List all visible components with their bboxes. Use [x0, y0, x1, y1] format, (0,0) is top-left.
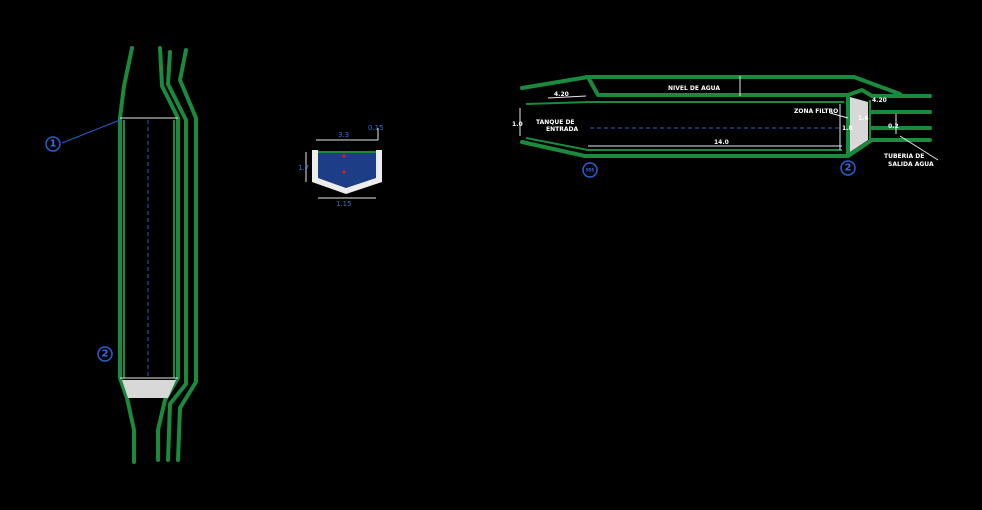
ls-length-label: 14.0	[714, 139, 729, 146]
ls-outlet-leader	[899, 135, 939, 161]
plan-view: 1 2	[45, 46, 198, 464]
ls-filter-gravel	[850, 97, 868, 152]
plan-callout-2-label: 2	[102, 349, 109, 360]
ls-left-slope-dim	[547, 95, 587, 99]
ls-bottom-inner	[525, 137, 842, 151]
ls-depth-label: 1.8	[842, 125, 853, 132]
ls-top-inner	[525, 101, 844, 105]
ls-right-slope-label: 4.20	[872, 97, 887, 104]
xs-water-fill	[318, 152, 376, 188]
xs-width-label: 3.3	[338, 131, 349, 139]
plan-tank-wall-left	[118, 46, 136, 464]
plan-callout-leader	[61, 119, 121, 144]
ls-outlet-depth-label: 0.2	[888, 123, 899, 130]
ls-filter-label: ZONA FILTRO	[794, 108, 838, 115]
ls-left-slope-label: 4.20	[554, 91, 569, 98]
long-section: 14.0 1.0 1.8 NIVEL DE AGUA 4.20 4.20 TAN…	[512, 75, 939, 178]
xs-height-label: 1.7	[298, 164, 309, 172]
ls-inlet-height-label: 1.0	[512, 121, 523, 128]
ls-outlet-note-2: SALIDA AGUA	[888, 161, 934, 168]
xs-shell	[312, 150, 382, 194]
xs-bottom-label: 1.15	[336, 200, 352, 208]
ls-outlet-width-label: 1.6	[858, 115, 869, 122]
xs-top-right-label: 0.15	[368, 124, 384, 132]
plan-channel-outer	[176, 48, 198, 462]
ls-filter-leader	[829, 112, 849, 119]
ls-top-wall	[520, 75, 932, 98]
ls-inlet-note-2: ENTRADA	[546, 126, 578, 133]
plan-callout-1-circle[interactable]	[45, 136, 61, 152]
ls-top-outer	[584, 75, 902, 96]
plan-gravel-fill	[122, 380, 176, 398]
xs-marker-mid	[342, 170, 346, 174]
plan-callout-2-circle[interactable]	[97, 346, 113, 362]
ls-water-surface-label: NIVEL DE AGUA	[668, 85, 720, 92]
ls-callout-2-circle[interactable]	[840, 160, 856, 176]
cross-section: 3.3 0.15 1.7 1.15	[298, 124, 384, 208]
ls-callout-note-circle[interactable]	[582, 162, 598, 178]
ls-outlet-note-1: TUBERIA DE	[884, 153, 924, 160]
plan-callout-1-label: 1	[50, 139, 57, 150]
ls-callout-note-label: SSS	[586, 168, 594, 173]
xs-marker-top	[342, 154, 346, 158]
ls-inlet-note-1: TANQUE DE	[536, 119, 575, 126]
ls-callout-2-label: 2	[845, 163, 852, 174]
plan-channel-inner	[166, 50, 188, 462]
